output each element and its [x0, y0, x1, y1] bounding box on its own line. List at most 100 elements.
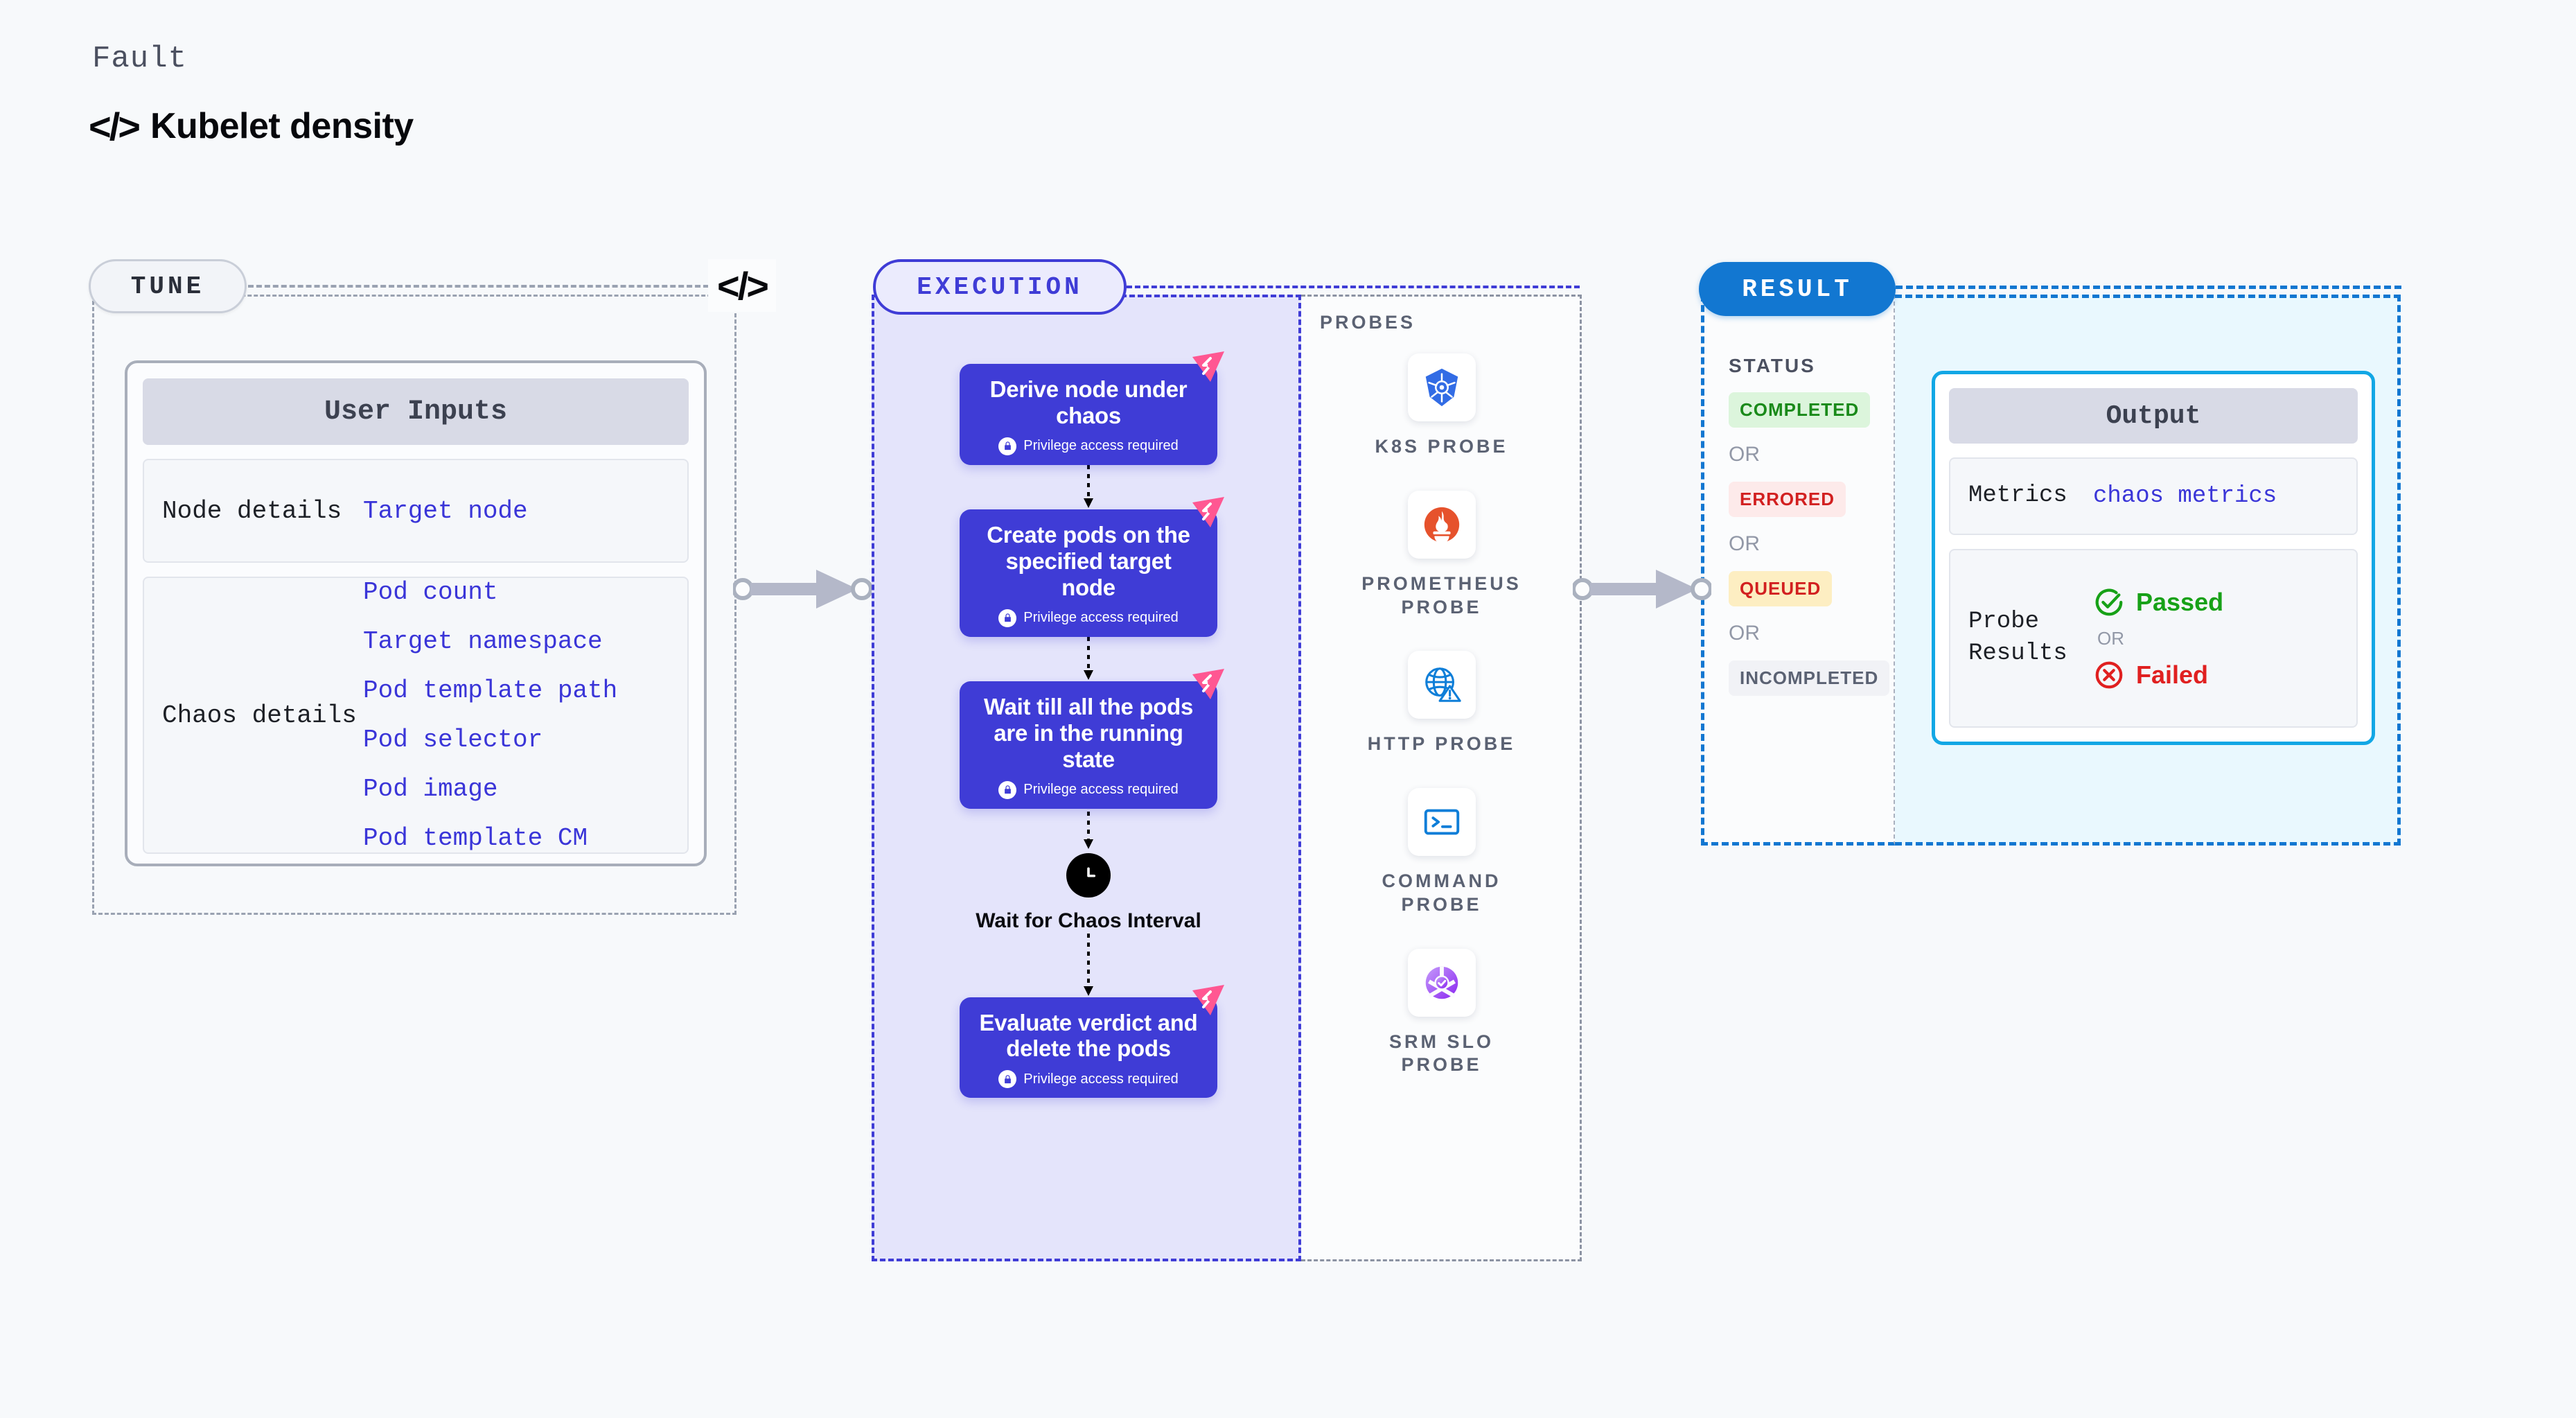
flow-arrow [960, 636, 1217, 681]
row-values: Target node [363, 497, 528, 525]
kubernetes-icon [1407, 353, 1476, 421]
input-field-link[interactable]: Target namespace [363, 627, 603, 656]
code-icon: </> [708, 259, 776, 312]
page-header: Fault </> Kubelet density [89, 42, 414, 148]
page-title: Kubelet density [150, 106, 414, 146]
tune-stage-boundary [92, 295, 736, 915]
input-field-link[interactable]: Pod count [363, 578, 498, 606]
connector-arrow-execution-to-result [1573, 570, 1711, 609]
row-key: Node details [162, 496, 342, 525]
step-privilege-text: Privilege access required [1023, 438, 1179, 454]
flow-arrow [960, 933, 1217, 997]
terminal-icon [1407, 788, 1476, 856]
title-row: </> Kubelet density [89, 104, 414, 148]
step-privilege-note: Privilege access required [978, 780, 1199, 799]
or-separator: OR [1729, 443, 1760, 466]
harness-logo-icon [1192, 984, 1224, 1015]
result-stage-boundary [1701, 295, 1895, 846]
status-badge: INCOMPLETED [1729, 660, 1890, 696]
harness-logo-icon [1192, 668, 1224, 699]
globe-warning-icon [1407, 651, 1476, 719]
input-field-link[interactable]: Pod template CM [363, 824, 588, 852]
step-title: Evaluate verdict and delete the pods [979, 1009, 1198, 1062]
probes-stage-boundary [1301, 295, 1582, 1261]
probe-result-passed: Passed [2093, 586, 2223, 618]
probes-section-label: PROBES [1320, 312, 1416, 333]
user-inputs-card: User Inputs Node details Target node Cha… [125, 360, 707, 866]
harness-logo-icon [1192, 496, 1224, 527]
flow-step-card[interactable]: Create pods on the specified target node… [960, 496, 1224, 637]
row-key: Metrics [1968, 482, 2067, 509]
metrics-link[interactable]: chaos metrics [2093, 483, 2277, 509]
probe-item-command[interactable]: COMMAND PROBE [1301, 788, 1582, 917]
probes-list: K8S PROBE PROMETHEUS PROBE [1301, 353, 1582, 1109]
wait-node: Wait for Chaos Interval [960, 852, 1217, 934]
user-inputs-title: User Inputs [143, 378, 689, 445]
output-card-title: Output [1949, 388, 2358, 444]
passed-label: Passed [2136, 587, 2224, 616]
probe-label: COMMAND PROBE [1382, 870, 1501, 915]
lock-icon [998, 1070, 1017, 1089]
probe-label: SRM SLO PROBE [1388, 1031, 1494, 1076]
wait-node-label: Wait for Chaos Interval [976, 909, 1201, 932]
execution-stage-pill[interactable]: EXECUTION [873, 259, 1127, 315]
flow-arrow [960, 809, 1217, 853]
input-field-link[interactable]: Pod template path [363, 676, 618, 705]
status-badge: QUEUED [1729, 571, 1833, 606]
execution-flow: Derive node under chaos Privilege access… [960, 351, 1224, 1098]
tune-stage-pill[interactable]: TUNE [89, 259, 247, 313]
user-inputs-row-chaos-details: Chaos details Pod count Target namespace… [143, 577, 689, 854]
probe-label: K8S PROBE [1375, 436, 1508, 457]
probe-label: HTTP PROBE [1367, 733, 1516, 755]
status-column: STATUS COMPLETED OR ERRORED OR QUEUED OR… [1729, 355, 1890, 696]
input-field-link[interactable]: Pod image [363, 775, 498, 803]
input-field-link[interactable]: Pod selector [363, 726, 543, 754]
output-row-metrics: Metrics chaos metrics [1949, 457, 2358, 535]
row-values: Pod count Target namespace Pod template … [363, 578, 617, 852]
eyebrow-label: Fault [92, 42, 188, 76]
status-badge: COMPLETED [1729, 392, 1871, 428]
step-privilege-note: Privilege access required [978, 609, 1199, 627]
probe-item-srm-slo[interactable]: SRM SLO PROBE [1301, 948, 1582, 1078]
prometheus-icon [1407, 490, 1476, 559]
failed-label: Failed [2136, 660, 2209, 689]
step-title: Create pods on the specified target node [987, 521, 1190, 600]
or-separator: OR [1729, 622, 1760, 645]
probe-item-http[interactable]: HTTP PROBE [1301, 651, 1582, 756]
row-values: Passed OR Failed [2093, 586, 2223, 691]
result-stage-pill[interactable]: RESULT [1699, 262, 1896, 316]
status-badge: ERRORED [1729, 482, 1846, 517]
connector-arrow-tune-to-execution [733, 570, 872, 609]
x-circle-icon [2095, 661, 2123, 688]
tune-connector-line [248, 285, 709, 288]
code-icon: </> [89, 104, 141, 148]
row-values: chaos metrics [2093, 483, 2277, 509]
flow-step-card[interactable]: Wait till all the pods are in the runnin… [960, 668, 1224, 809]
or-separator: OR [2097, 627, 2124, 649]
step-privilege-note: Privilege access required [978, 1070, 1199, 1089]
probe-result-failed: Failed [2093, 659, 2223, 691]
step-privilege-note: Privilege access required [978, 437, 1199, 455]
user-inputs-row-node-details: Node details Target node [143, 459, 689, 563]
flow-step-card[interactable]: Derive node under chaos Privilege access… [960, 351, 1224, 465]
probe-item-prometheus[interactable]: PROMETHEUS PROBE [1301, 490, 1582, 620]
status-section-label: STATUS [1729, 355, 1816, 376]
row-key: Chaos details [162, 701, 357, 730]
step-privilege-text: Privilege access required [1023, 610, 1179, 626]
harness-logo-icon [1192, 351, 1224, 382]
flow-step-card[interactable]: Evaluate verdict and delete the pods Pri… [960, 984, 1224, 1098]
probe-label: PROMETHEUS PROBE [1361, 572, 1521, 618]
result-connector-line [1896, 286, 2401, 289]
check-circle-icon [2095, 588, 2123, 615]
lock-icon [998, 609, 1017, 627]
flow-arrow [960, 464, 1217, 509]
lock-icon [998, 437, 1017, 455]
step-title: Wait till all the pods are in the runnin… [983, 693, 1194, 772]
input-field-link[interactable]: Target node [363, 496, 528, 525]
probe-item-k8s[interactable]: K8S PROBE [1301, 353, 1582, 459]
srm-slo-icon [1407, 948, 1476, 1017]
